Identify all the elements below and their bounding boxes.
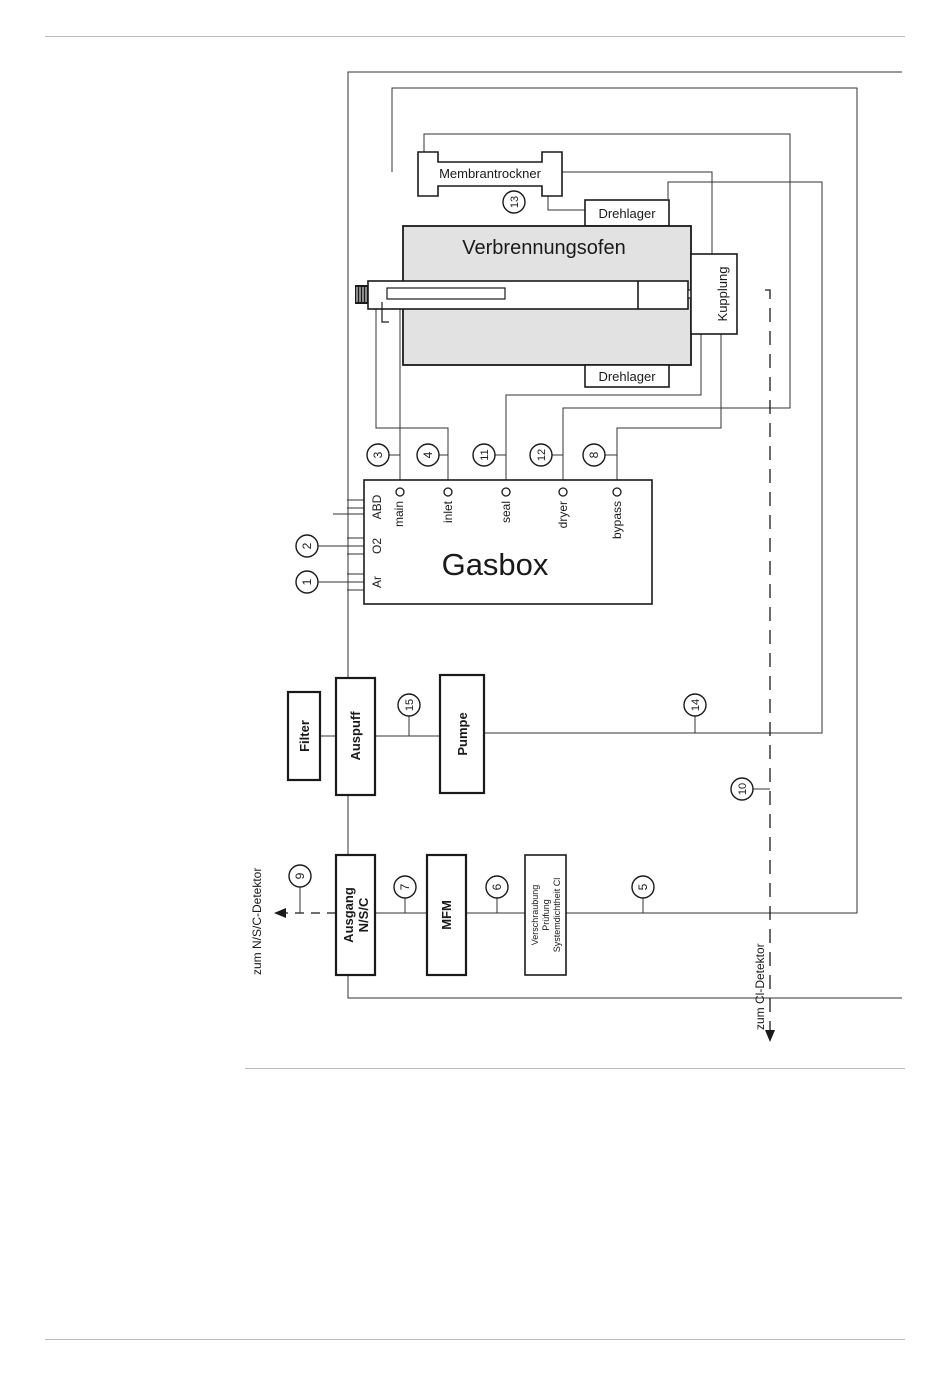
svg-text:12: 12 [536,449,548,461]
svg-text:6: 6 [490,883,504,890]
marker-4: 4 [417,444,439,466]
marker-15: 15 [398,694,420,716]
svg-text:3: 3 [371,451,385,458]
cl-detector-label: zum Cl-Detektor [753,943,767,1030]
mass-flow-meter: MFM [427,855,466,975]
svg-text:14: 14 [690,699,702,711]
svg-text:1: 1 [300,578,314,585]
port-inlet [444,488,452,496]
gasbox-title: Gasbox [442,547,549,582]
gasbox-input-ar: Ar [370,576,384,588]
marker-9: 9 [289,865,311,887]
outlet-label-line2: N/S/C [356,897,371,932]
check-label-line1: Verschraubung [530,885,540,946]
svg-text:5: 5 [636,883,650,890]
svg-text:10: 10 [737,783,749,795]
gasbox-output-main: main [392,501,406,527]
svg-text:13: 13 [509,196,521,208]
sample-boat [387,288,505,299]
svg-text:11: 11 [479,449,491,460]
exhaust: Auspuff [336,678,375,795]
marker-2: 2 [296,535,318,557]
gasbox-output-seal: seal [499,501,513,523]
nsc-detector-label: zum N/S/C-Detektor [250,868,264,975]
filter-label: Filter [297,720,312,752]
gasbox: Gasbox ABD O2 Ar main inlet seal dryer b… [364,480,652,604]
marker-1: 1 [296,571,318,593]
rotary-bearing-bottom: Drehlager [585,365,669,387]
outlet-nsc: Ausgang N/S/C [336,855,375,975]
dryer-label: Membrantrockner [439,166,542,181]
bearing-bottom-label: Drehlager [598,369,656,384]
marker-6: 6 [486,876,508,898]
marker-11: 11 [473,444,495,466]
pipe-dryer-to-bearing [548,196,585,210]
exhaust-label: Auspuff [348,711,363,761]
svg-text:15: 15 [404,699,416,711]
port-bypass [613,488,621,496]
svg-text:2: 2 [300,542,314,549]
outlet-label-line1: Ausgang [341,887,356,943]
port-main [396,488,404,496]
port-seal [502,488,510,496]
check-label-line2: Prüfung [541,899,551,931]
oven-label: Verbrennungsofen [462,237,625,259]
gasbox-input-abd: ABD [370,494,384,519]
rotary-bearing-top: Drehlager [585,200,669,226]
gasbox-output-dryer: dryer [556,501,570,528]
marker-7: 7 [394,876,416,898]
marker-12: 12 [530,444,552,466]
marker-5: 5 [632,876,654,898]
pump: Pumpe [440,675,484,793]
membrane-dryer: Membrantrockner [418,152,562,196]
marker-14: 14 [684,694,706,716]
pipe-to-cl-detector [765,290,770,1030]
marker-8: 8 [583,444,605,466]
pump-label: Pumpe [455,712,470,755]
coupling-label: Kupplung [715,267,730,322]
gasbox-input-o2: O2 [370,538,384,554]
gasbox-output-bypass: bypass [610,501,624,539]
marker-13: 13 [503,191,525,213]
filter: Filter [288,692,320,780]
check-label-line3: Systemdichtheit Cl [552,878,562,953]
coupling: Kupplung [691,254,737,334]
bearing-top-label: Drehlager [598,206,656,221]
combustion-oven: Verbrennungsofen [355,226,716,365]
gasbox-output-inlet: inlet [441,500,455,523]
svg-text:7: 7 [398,883,412,890]
port-dryer [559,488,567,496]
mfm-label: MFM [439,900,454,930]
leak-check-fitting: Verschraubung Prüfung Systemdichtheit Cl [525,855,566,975]
svg-text:4: 4 [421,451,435,458]
marker-10: 10 [731,778,753,800]
marker-3: 3 [367,444,389,466]
svg-text:8: 8 [587,451,601,458]
svg-text:9: 9 [293,872,307,879]
